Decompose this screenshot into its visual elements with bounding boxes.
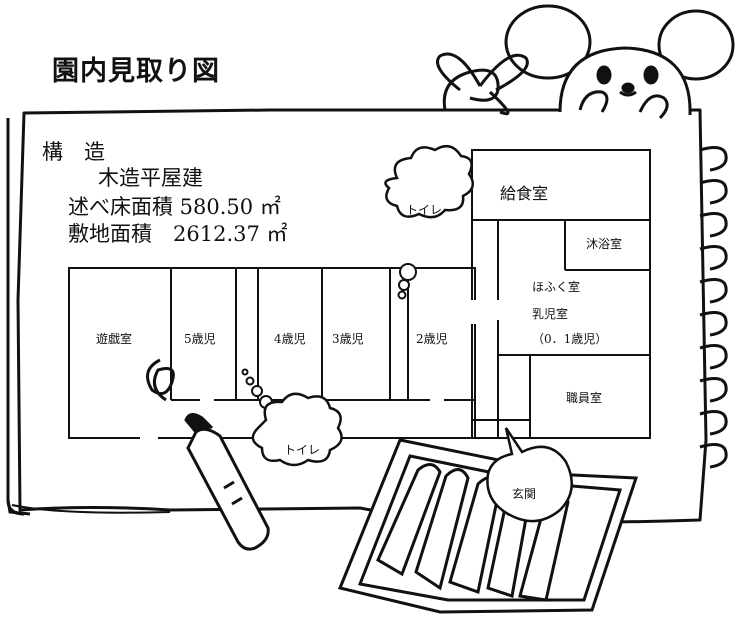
- room-infant: 乳児室: [532, 307, 569, 321]
- room-staff: 職員室: [566, 391, 603, 405]
- room-bath: 沐浴室: [586, 237, 623, 251]
- toilet-label-bottom: トイレ: [284, 443, 321, 457]
- entrance-bubble: [486, 427, 573, 523]
- room-nursing: ほふく室: [532, 280, 581, 294]
- structure-label: 構 造: [42, 140, 105, 164]
- mouse-mascot-icon: [504, 4, 735, 120]
- pencil-scribble: [146, 358, 175, 402]
- floor-area: 述べ床面積 580.50 ㎡: [68, 195, 281, 219]
- thought-dots: [241, 263, 417, 409]
- structure-type: 木造平屋建: [98, 166, 203, 190]
- room-age5: 5歳児: [184, 332, 216, 346]
- page-title: 園内見取り図: [52, 56, 220, 87]
- toilet-label-top: トイレ: [406, 203, 443, 217]
- spiral-binding: [699, 146, 728, 469]
- room-age4: 4歳児: [274, 332, 306, 346]
- room-kitchen: 給食室: [500, 184, 549, 203]
- room-infant-age: （0．1歳児）: [532, 332, 608, 346]
- site-area: 敷地面積 2612.37 ㎡: [68, 222, 288, 246]
- ribbon-icon: [436, 52, 529, 116]
- toilet-cloud-top: [384, 144, 475, 219]
- room-age2: 2歳児: [416, 332, 448, 346]
- toilet-cloud-bottom: [251, 392, 343, 467]
- room-entrance: 玄関: [512, 487, 537, 501]
- room-age3: 3歳児: [332, 332, 364, 346]
- crayon-icon: [184, 413, 270, 551]
- room-play: 遊戯室: [96, 332, 133, 346]
